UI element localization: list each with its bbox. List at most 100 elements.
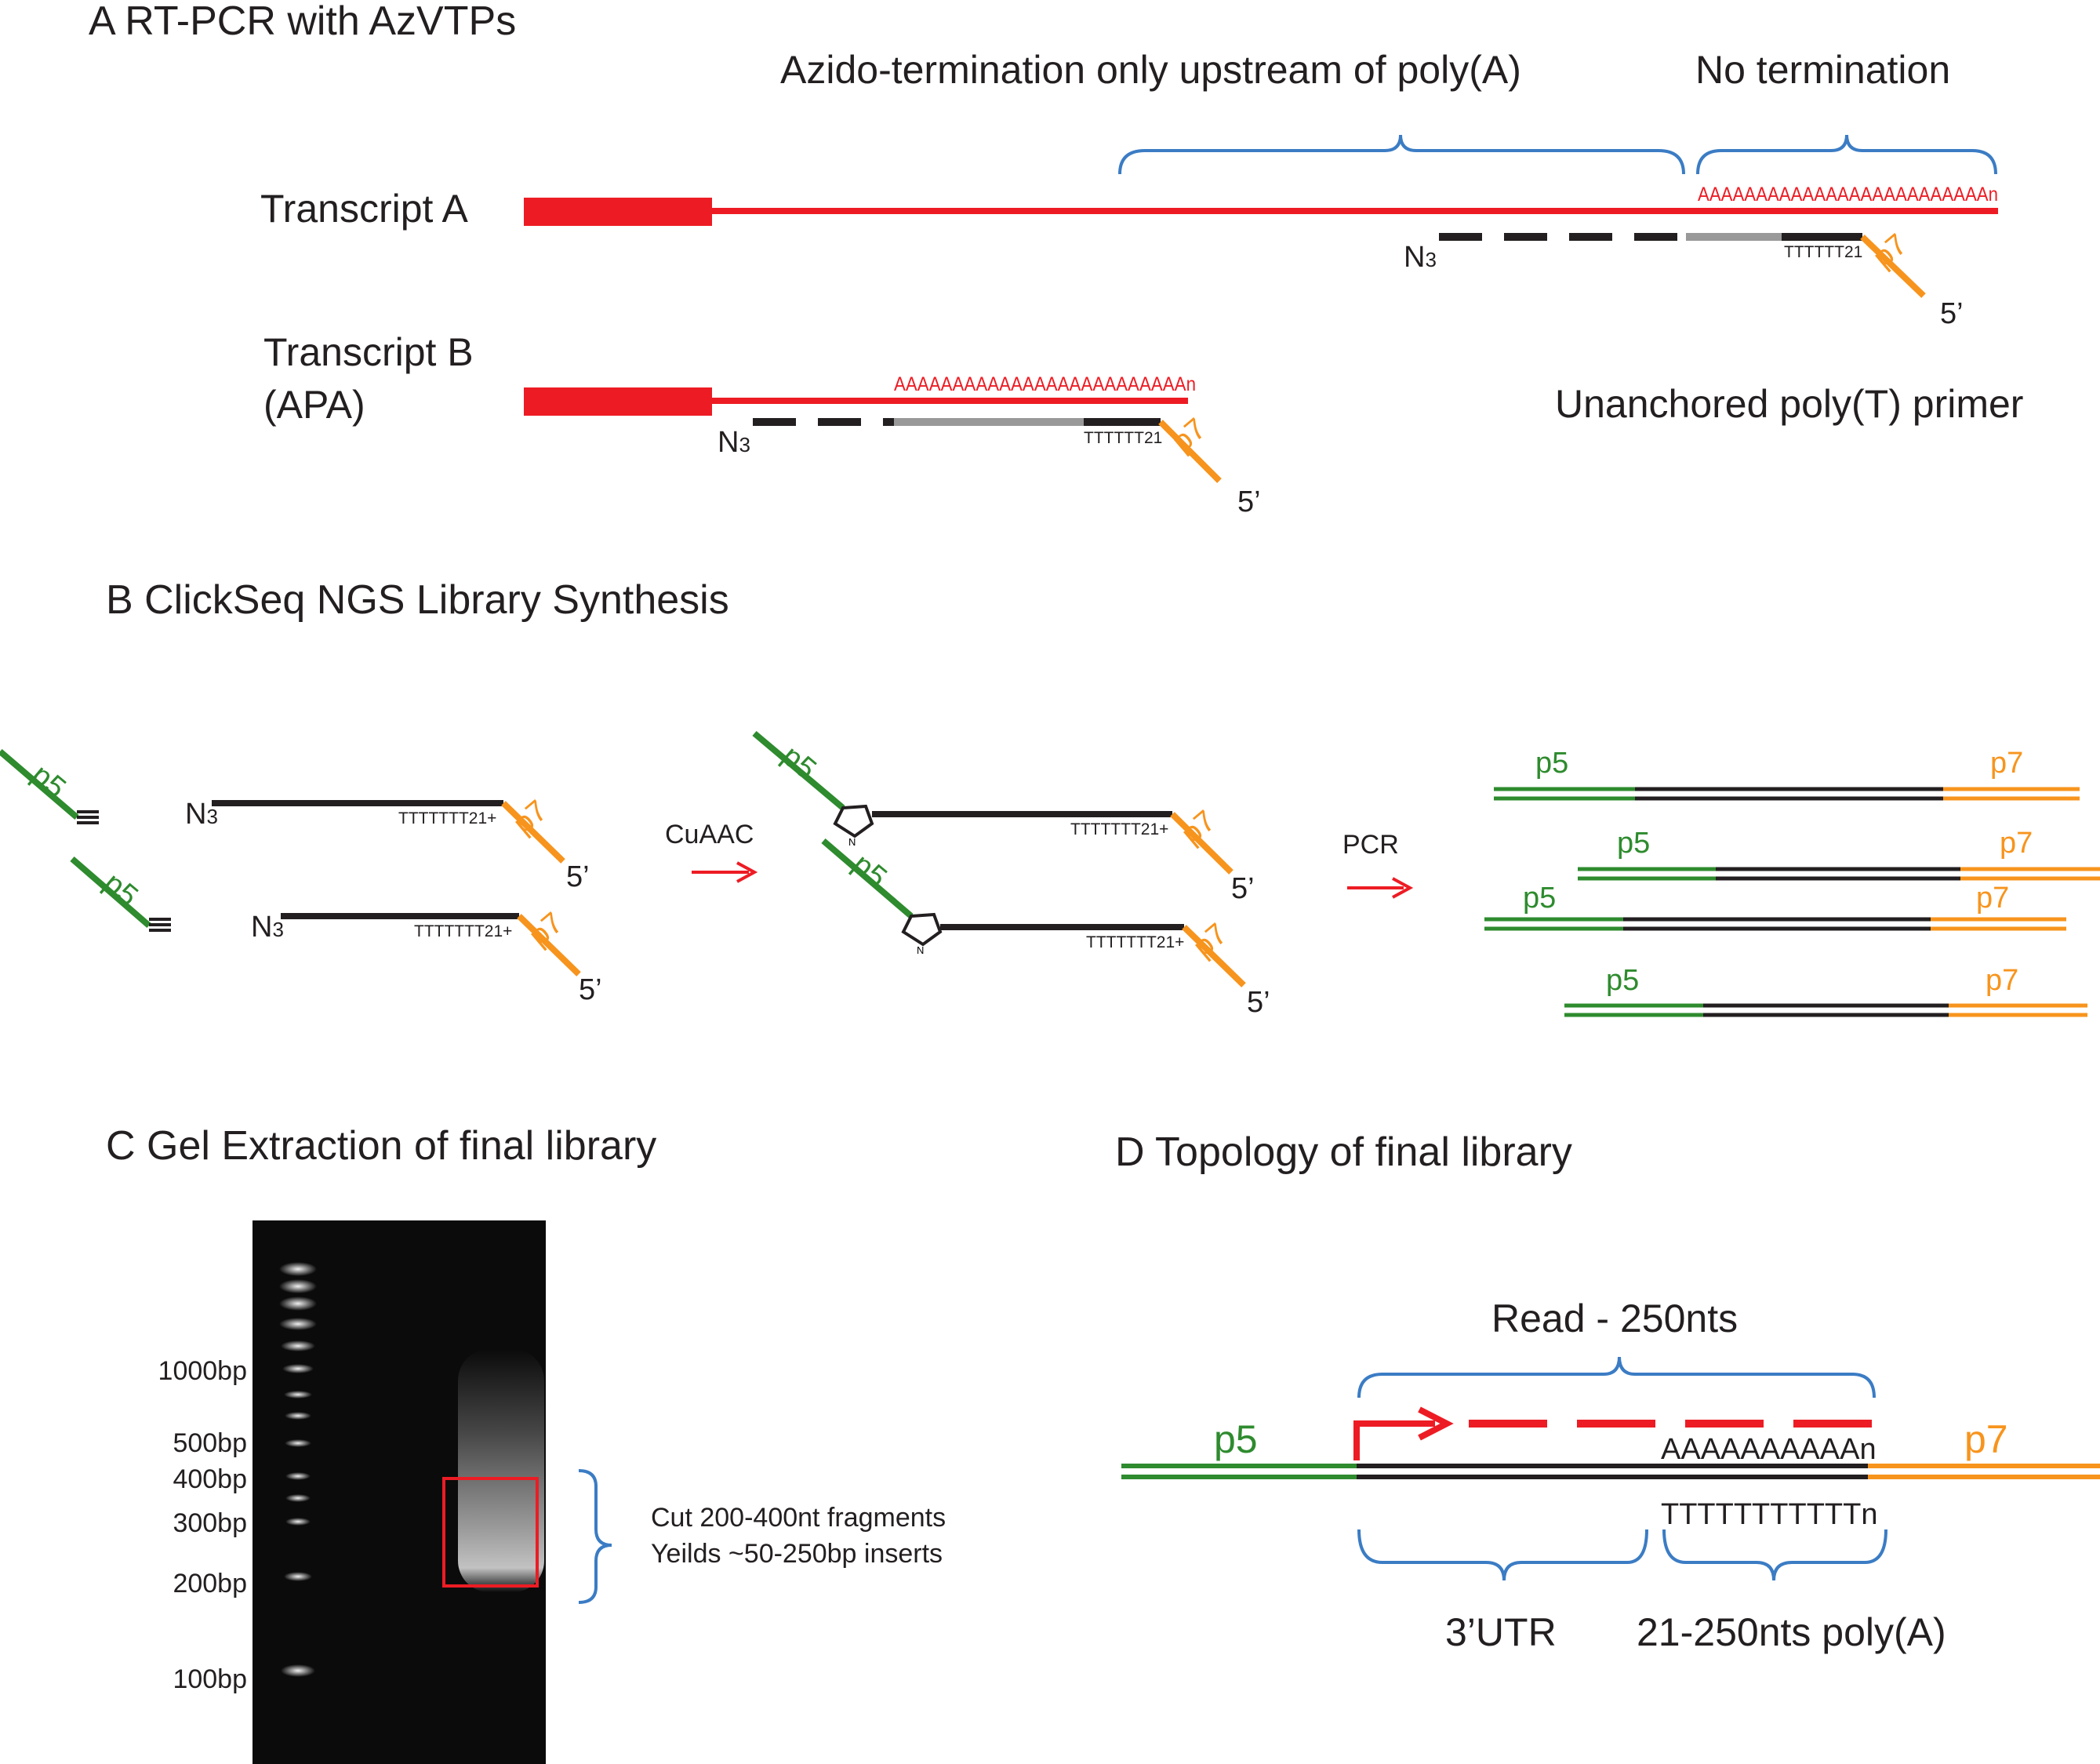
azide-cdna-2-p7 [517,914,581,977]
azide-cdna-2-n3: N3 [251,911,284,944]
marker-1000bp: 1000bp [158,1356,247,1386]
clicked-cdna-1-p7-label: p7 [1175,805,1222,851]
read-label: Read - 250nts [1491,1297,1738,1340]
alkyne-p5-label-1: p5 [25,758,71,805]
read-brace [1357,1356,1876,1398]
clicked-p5-adapter-2 [821,838,914,919]
transcript-b-5prime: 5’ [1237,486,1261,518]
alkyne-p5-label-2: p5 [97,867,144,913]
pcr-product-1 [1494,787,2080,801]
transcript-b-polya: AAAAAAAAAAAAAAAAAAAAAAAAAn [894,373,1196,395]
transcript-b-p7-label: p7 [1166,413,1212,459]
utr-brace [1357,1529,1648,1581]
alkyne-p5-adapter-2 [70,856,151,929]
pcr-product-4-p5: p5 [1606,964,1639,997]
panel-c: C Gel Extraction of final library [106,1123,946,1764]
azide-cdna-2-p7-label: p7 [523,907,569,953]
cuaac-label: CuAAC [665,820,754,849]
no-termination-label: No termination [1695,48,1950,92]
clicked-cdna-2-p7-label: p7 [1187,918,1233,964]
marker-400bp: 400bp [173,1464,247,1494]
transcript-a-n3: N3 [1404,241,1437,274]
clicked-cdna-1-p7 [1170,812,1233,875]
transcript-b-t21: TTTTTT21 [1084,429,1162,447]
transcript-b-label-line2: (APA) [263,383,365,427]
clicked-p5-label-2: p5 [846,848,892,894]
marker-100bp: 100bp [173,1664,247,1694]
panel-b-title: B ClickSeq NGS Library Synthesis [106,577,729,623]
azide-cdna-2-5prime: 5’ [579,973,602,1006]
azide-cdna-2-t21: TTTTTTT21+ [414,922,512,940]
transcript-a-t21: TTTTTT21 [1784,243,1862,261]
panel-d-title: D Topology of final library [1115,1129,1572,1175]
transcript-a-polya: AAAAAAAAAAAAAAAAAAAAAAAAAn [1698,184,1998,205]
marker-200bp: 200bp [173,1569,247,1599]
azide-cdna-1-n3: N3 [185,798,218,831]
pcr-product-3-p5: p5 [1523,882,1556,915]
final-p5-label: p5 [1214,1417,1258,1461]
cuaac-arrow-head [736,861,758,883]
pcr-product-1-p7: p7 [1990,747,2023,780]
final-polyt: TTTTTTTTTTTn [1661,1498,1877,1531]
azide-cdna-1-p7-label: p7 [507,795,554,841]
pcr-product-2-p5: p5 [1617,827,1650,860]
pcr-product-2-p7: p7 [2000,827,2033,860]
gel-cut-box [442,1477,539,1588]
triazole-1-n-label: N [848,836,856,848]
gel-note-line2: Yeilds ~50-250bp inserts [651,1539,943,1569]
transcript-a-label: Transcript A [260,187,469,231]
unanchored-primer-label: Unanchored poly(T) primer [1555,382,2023,426]
termination-brace-label: Azido-termination only upstream of poly(… [780,48,1521,92]
pcr-product-1-p5: p5 [1535,747,1568,780]
azide-cdna-1-5prime: 5’ [566,860,590,893]
utr-label: 3’UTR [1445,1610,1557,1654]
transcript-b-label-line1: Transcript B [263,330,474,374]
azide-cdna-1-p7 [501,801,565,864]
polya-length-label: 21-250nts poly(A) [1637,1610,1946,1654]
marker-500bp: 500bp [173,1428,247,1458]
alkyne-icon-1 [77,810,99,824]
alkyne-icon-2 [149,918,171,932]
final-library-construct [1121,1464,2100,1479]
no-termination-brace [1696,134,1997,175]
read-arrow-start [1353,1420,1435,1460]
final-p7-label: p7 [1964,1417,2008,1461]
pcr-product-2 [1578,867,2100,881]
triazole-icon-1 [833,804,874,838]
panel-a-title: A RT-PCR with AzVTPs [89,0,516,44]
pcr-label: PCR [1342,830,1399,860]
marker-300bp: 300bp [173,1508,247,1538]
clicked-cdna-2-5prime: 5’ [1247,986,1270,1019]
gel-note-line1: Cut 200-400nt fragments [651,1503,946,1533]
library-smear [458,1349,544,1592]
final-polya: AAAAAAAAAAn [1661,1433,1877,1466]
pcr-product-3 [1484,917,2066,931]
clicked-cdna-2-p7 [1182,925,1246,987]
pcr-product-3-p7: p7 [1976,882,2009,915]
ladder-lane [279,1262,317,1677]
triazole-2-n-label: N [917,944,924,956]
clicked-p5-label-1: p5 [776,740,822,786]
gel-cut-brace [578,1469,612,1604]
pcr-arrow-head [1392,877,1414,899]
clicked-cdna-1-5prime: 5’ [1231,872,1255,905]
clicked-cdna-2-t21: TTTTTTT21+ [1086,933,1184,951]
termination-brace [1118,134,1685,175]
read-arrow-head [1418,1406,1454,1441]
polya-brace [1662,1529,1887,1581]
pcr-product-4 [1564,1003,2087,1017]
panel-b: B ClickSeq NGS Library Synthesis p5 N3 T… [0,577,2100,1019]
panel-d: D Topology of final library Read - 250nt… [1115,1129,2100,1654]
panel-c-title: C Gel Extraction of final library [106,1123,656,1169]
alkyne-p5-adapter-1 [0,748,79,820]
transcript-a-p7-adapter [1860,235,1926,298]
transcript-b-cds [524,387,712,416]
clicked-p5-adapter-1 [752,730,845,811]
panel-a: A RT-PCR with AzVTPs Azido-termination o… [89,0,2023,518]
azide-cdna-1-t21: TTTTTTT21+ [398,809,496,827]
transcript-b-n3: N3 [718,426,750,459]
transcript-a-p7-label: p7 [1867,228,1913,275]
transcript-b-p7-adapter [1158,420,1222,483]
transcript-a-cds [524,198,712,226]
